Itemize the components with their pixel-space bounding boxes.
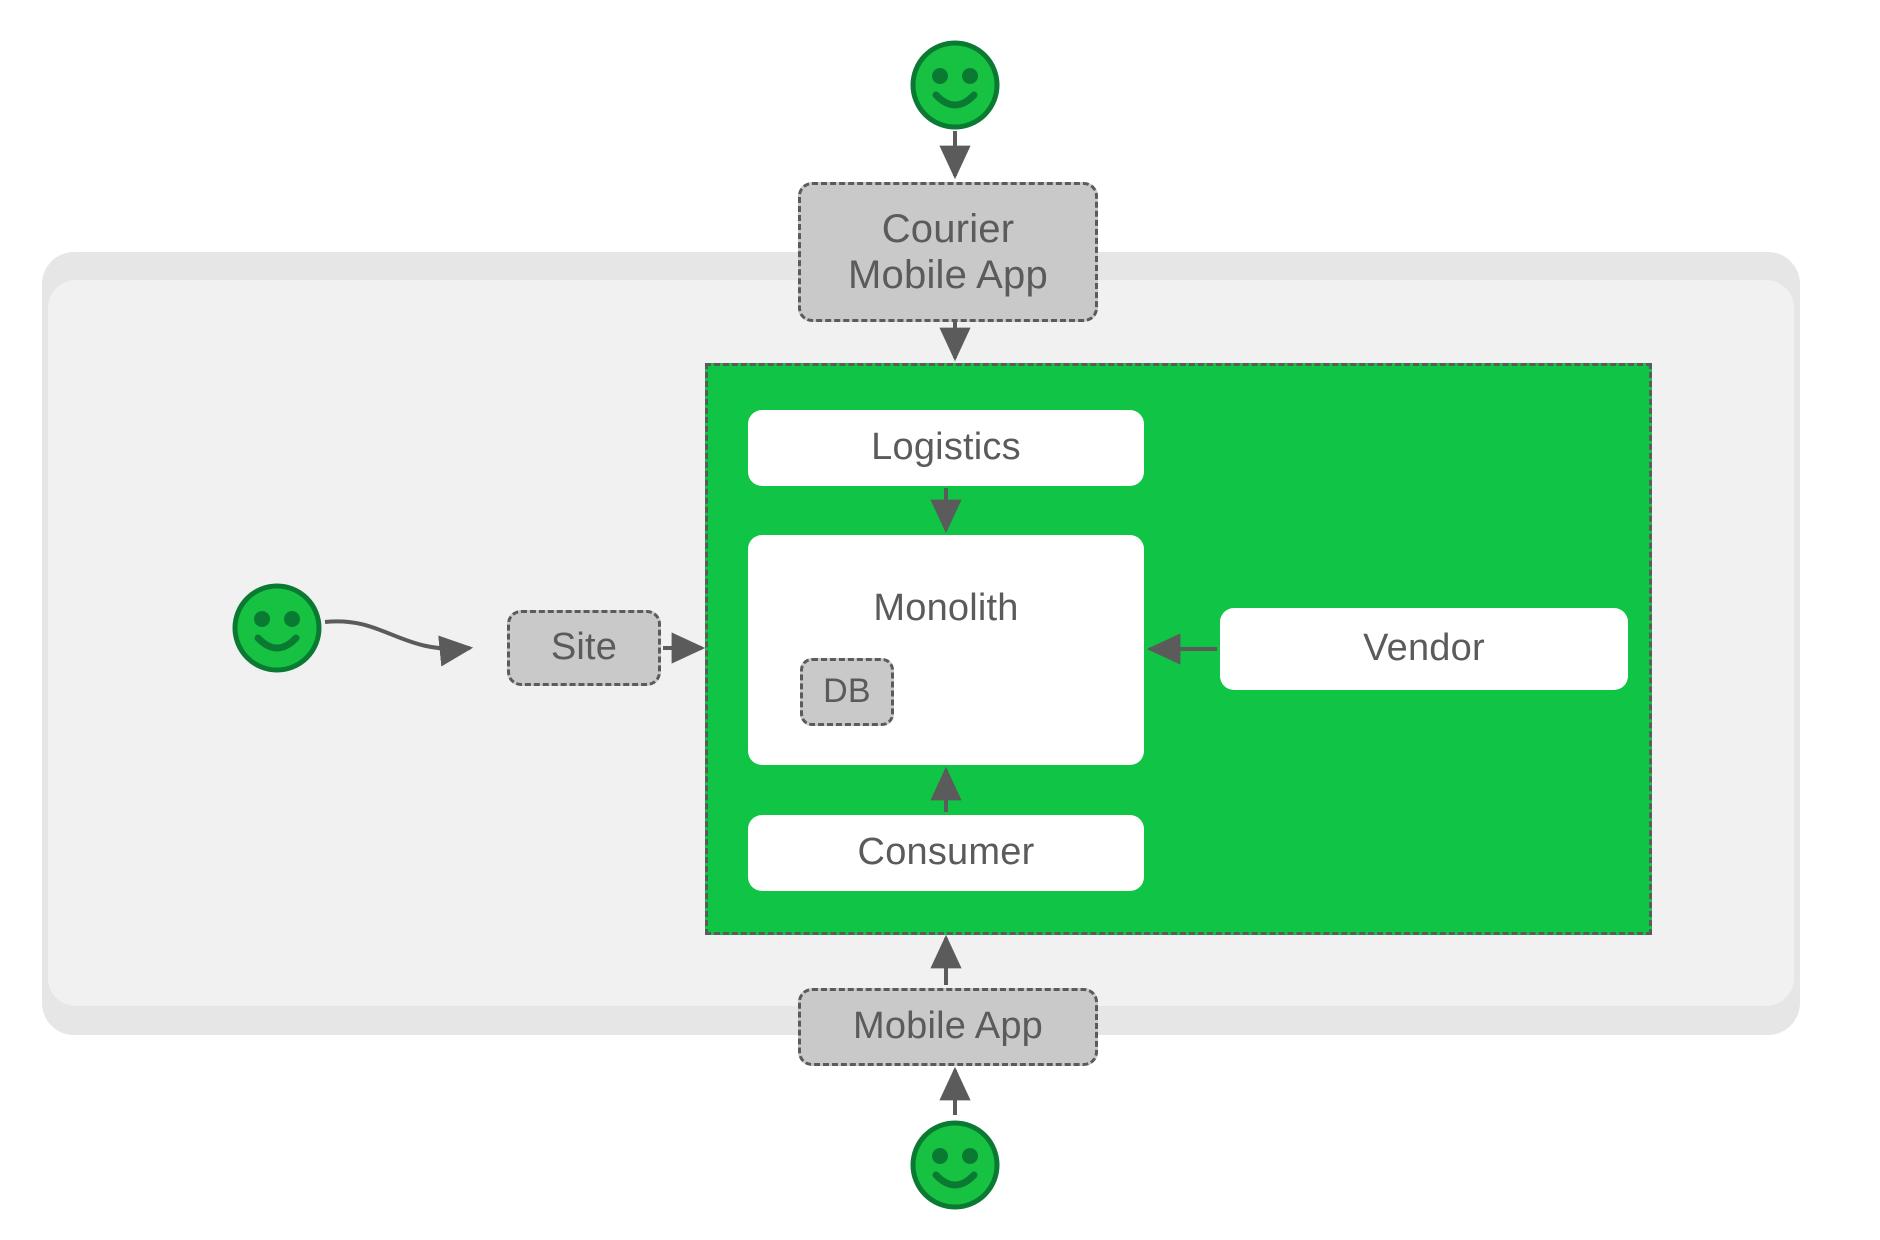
node-courier-mobile-app[interactable]: Courier Mobile App (798, 182, 1098, 322)
node-vendor[interactable]: Vendor (1220, 608, 1628, 690)
node-site[interactable]: Site (507, 610, 661, 686)
node-logistics[interactable]: Logistics (748, 410, 1144, 486)
node-mobile-app[interactable]: Mobile App (798, 988, 1098, 1066)
node-db[interactable]: DB (800, 658, 894, 726)
node-consumer-service[interactable]: Consumer (748, 815, 1144, 891)
consumer-actor[interactable] (909, 1119, 1001, 1211)
node-monolith[interactable]: Monolith (748, 535, 1144, 765)
smiley-face-icon (910, 1120, 1000, 1210)
customer-actor[interactable] (231, 582, 323, 674)
smiley-face-icon (910, 40, 1000, 130)
smiley-face-icon (232, 583, 322, 673)
node-monolith-label: Monolith (873, 587, 1019, 629)
courier-actor[interactable] (909, 39, 1001, 131)
